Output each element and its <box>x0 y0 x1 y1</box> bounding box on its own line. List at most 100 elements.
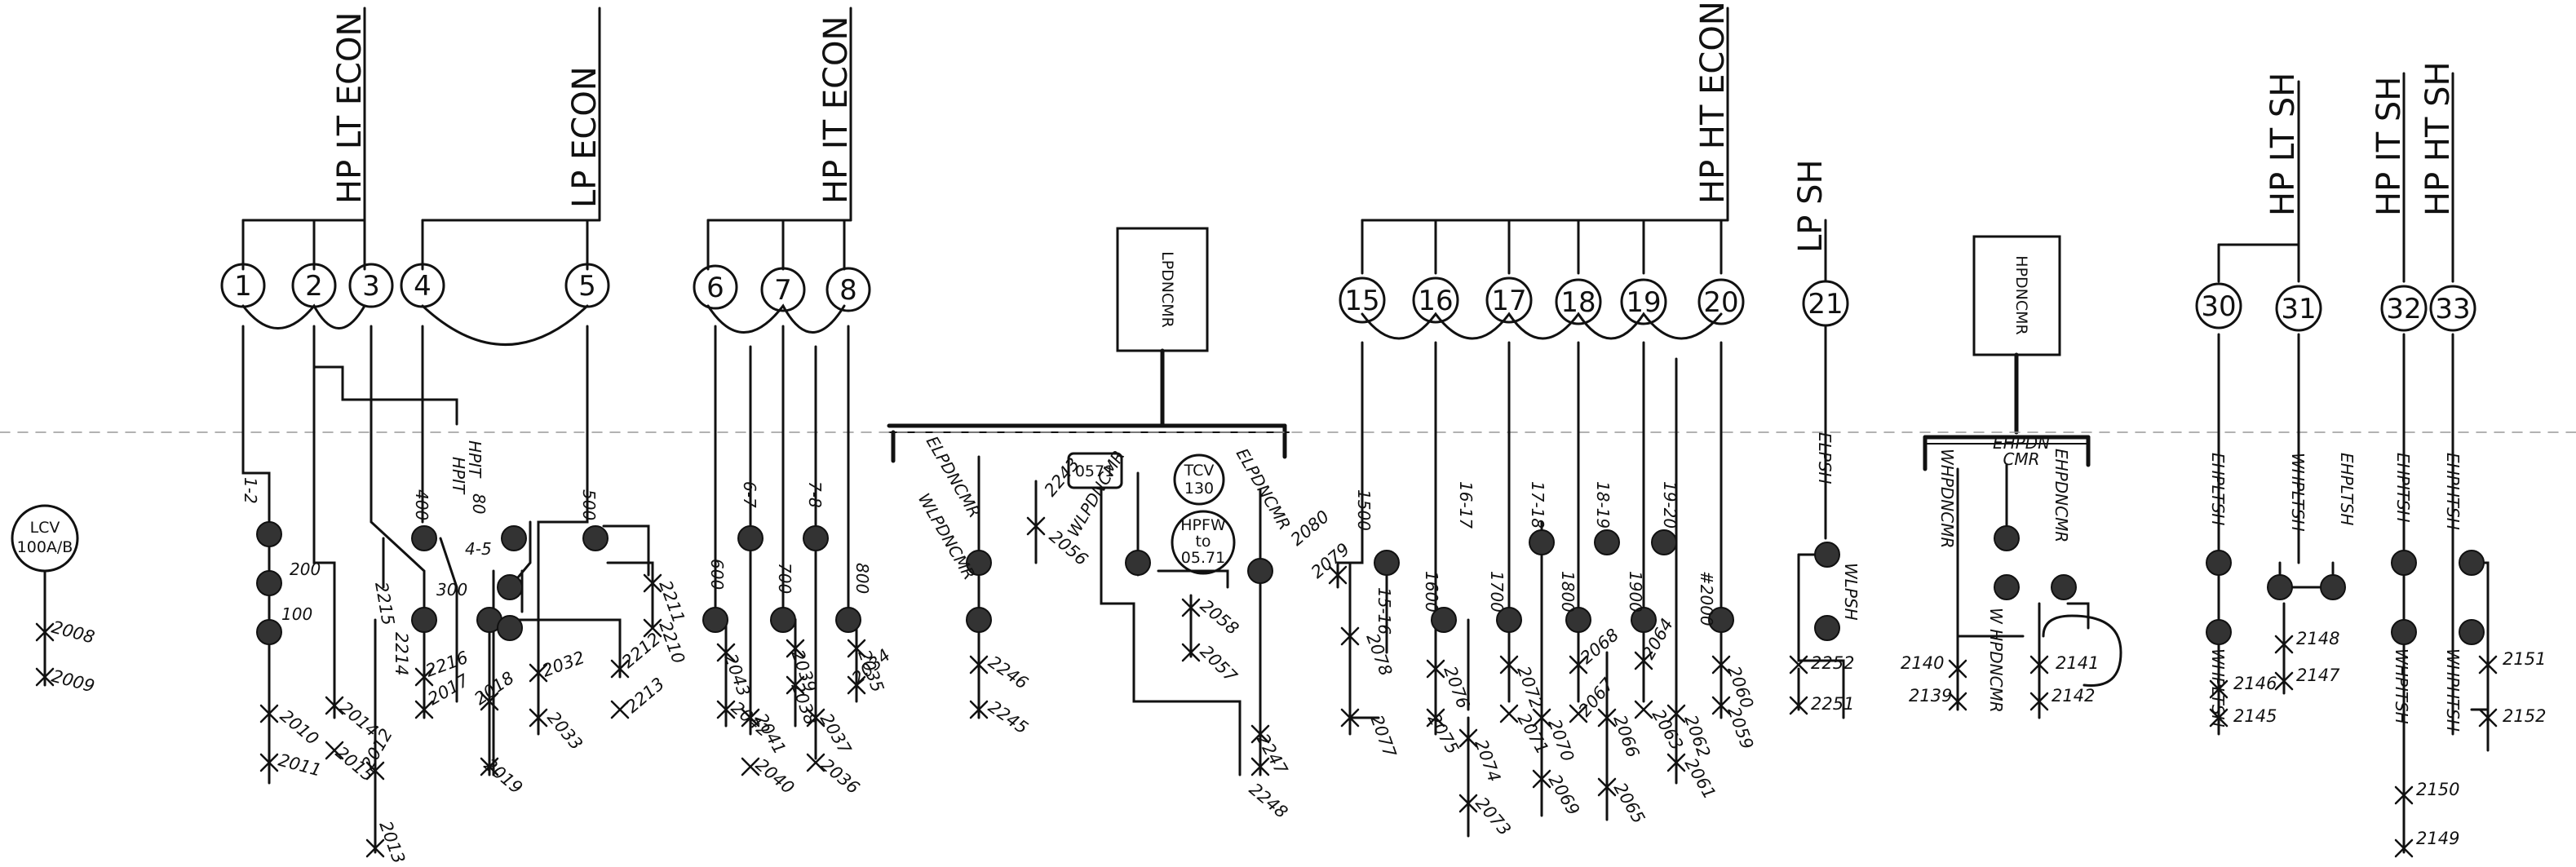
label-hpit-2: HPIT <box>449 457 468 495</box>
valve-x-mark <box>847 639 866 658</box>
valve-2071: 2071 <box>1514 710 1553 758</box>
valve-x-mark <box>1499 704 1519 723</box>
label-ehpdncmr: EHPDNCMR <box>2052 449 2071 542</box>
valve-x-mark <box>643 573 662 593</box>
bubble-33-label: 33 <box>2435 293 2470 325</box>
bubble-2-label: 2 <box>305 270 323 303</box>
valve-2151: 2151 <box>2503 649 2546 669</box>
condenser-headers <box>887 348 2091 471</box>
bubble-4 <box>400 263 445 308</box>
label-300: 300 <box>436 580 467 599</box>
bubble-5-label: 5 <box>578 270 596 303</box>
label-ehphtsh: EHPHTSH <box>2443 453 2463 530</box>
valve-2149: 2149 <box>2416 829 2459 848</box>
valve-x-mark <box>1789 696 1808 715</box>
label-600: 600 <box>707 559 727 590</box>
label-1900: 1900 <box>1626 571 1645 613</box>
label-80: 80 <box>469 493 489 514</box>
bubble-15-label: 15 <box>1344 285 1379 317</box>
valve-x-mark <box>2029 692 2049 711</box>
valve-marks <box>35 516 2498 858</box>
valve-x-mark <box>2478 655 2498 675</box>
bubble-16-label: 16 <box>1418 285 1453 317</box>
drain-label-group: 1-2 200 100 400 HPIT HPIT 80 4-5 300 500… <box>241 432 2463 732</box>
valve-2011: 2011 <box>277 750 324 781</box>
valve-x-mark <box>643 618 662 638</box>
bubble-2 <box>291 263 337 308</box>
label-whpltsh: WHPLTSH <box>2288 453 2308 532</box>
valve-2214: 2214 <box>392 632 411 675</box>
label-800: 800 <box>852 563 872 594</box>
tag-0571-label: 0571 <box>1075 462 1114 480</box>
header-hp-ht-econ: HP HT ECON <box>1694 1 1732 204</box>
valve-x-mark <box>325 696 344 715</box>
valve-x-mark <box>414 700 434 719</box>
header-lp-sh: LP SH <box>1792 159 1830 253</box>
valve-x-mark <box>259 753 279 772</box>
valve-2013: 2013 <box>375 819 409 864</box>
valve-x-mark <box>1789 655 1808 675</box>
valve-x-mark <box>1948 692 1967 711</box>
valve-x-mark <box>610 700 630 719</box>
valve-2057: 2057 <box>1196 642 1241 687</box>
valve-x-mark <box>1532 708 1551 728</box>
header-hp-ht-sh: HP HT SH <box>2419 61 2457 216</box>
label-700: 700 <box>775 563 794 594</box>
bubble-19 <box>1620 278 1667 325</box>
valve-2019: 2019 <box>480 754 526 798</box>
label-100: 100 <box>281 604 312 624</box>
drain-dots <box>256 521 2485 645</box>
valve-x-mark <box>1666 704 1686 723</box>
valve-x-mark <box>1711 655 1731 675</box>
bubble-5 <box>564 263 610 308</box>
bubble-31-label: 31 <box>2281 293 2316 325</box>
valve-x-mark <box>1250 724 1270 744</box>
valve-2245: 2245 <box>985 697 1032 737</box>
valve-x-mark <box>786 639 805 658</box>
bubble-20 <box>1697 278 1745 325</box>
bubble-20-label: 20 <box>1703 286 1738 319</box>
valve-2252: 2252 <box>1811 653 1854 673</box>
bubble-8 <box>825 267 871 312</box>
valve-x-mark <box>365 838 385 858</box>
tag-0571-box <box>1067 452 1123 489</box>
bubble-3-label: 3 <box>362 270 380 303</box>
bubble-30 <box>2195 282 2242 330</box>
valve-x-mark <box>786 675 805 695</box>
header-hp-it-sh: HP IT SH <box>2370 77 2408 216</box>
valve-x-mark <box>1597 777 1617 797</box>
label-ehpltsh-2: EHPLTSH <box>2337 453 2357 525</box>
valve-2150: 2150 <box>2416 780 2459 799</box>
valve-2074: 2074 <box>1471 737 1504 785</box>
valve-x-mark <box>1328 565 1348 585</box>
bubble-31 <box>2275 285 2322 332</box>
valve-2146: 2146 <box>2233 674 2277 693</box>
valve-2058: 2058 <box>1197 595 1242 639</box>
valve-x-mark <box>1499 655 1519 675</box>
label-whpdncmr: WHPDNCMR <box>1937 449 1957 548</box>
valve-2152: 2152 <box>2503 706 2546 726</box>
valve-2010: 2010 <box>277 706 322 749</box>
bubble-7-label: 7 <box>774 274 792 307</box>
valve-x-mark <box>480 757 499 776</box>
valve-2212: 2212 <box>618 629 664 672</box>
label-200: 200 <box>290 560 321 579</box>
valve-2147: 2147 <box>2296 666 2340 685</box>
valve-2139: 2139 <box>1909 686 1952 706</box>
valve-x-mark <box>847 675 866 695</box>
manifolds <box>241 219 2454 283</box>
bubble-19-label: 19 <box>1626 286 1661 319</box>
label-7-8: 7-8 <box>805 481 825 508</box>
valve-2040: 2040 <box>752 754 798 798</box>
label-500: 500 <box>579 489 599 520</box>
bubble-3 <box>348 263 394 308</box>
bubble-8-label: 8 <box>839 274 857 307</box>
label-19-20: 19-20 <box>1660 481 1680 529</box>
hpdncmr-pipes <box>1956 463 2122 719</box>
valve-x-mark <box>1426 708 1445 728</box>
valve-2251: 2251 <box>1811 694 1854 714</box>
valve-x-mark <box>2274 671 2294 691</box>
valve-x-mark <box>35 667 55 687</box>
header-lines <box>363 7 2454 283</box>
